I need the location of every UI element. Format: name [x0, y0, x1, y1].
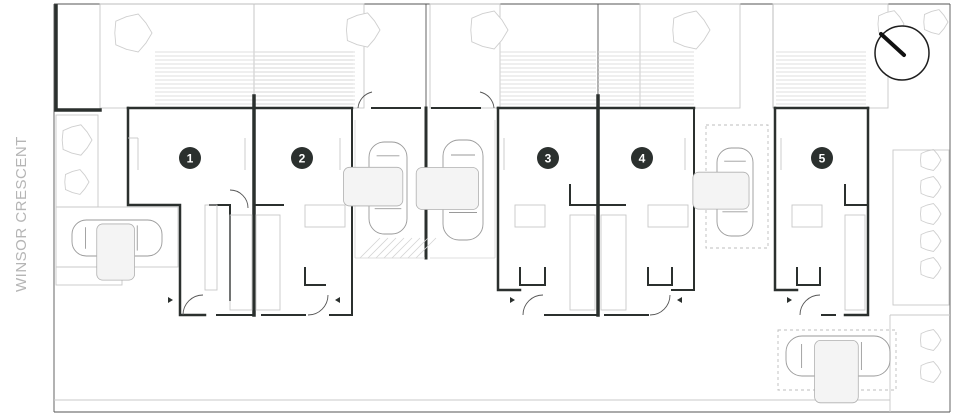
tree-icon — [672, 10, 711, 50]
deck-hatching — [155, 51, 866, 105]
tree-icon — [920, 175, 942, 199]
svg-text:3: 3 — [545, 152, 552, 166]
car-group — [71, 139, 891, 404]
svg-text:5: 5 — [819, 152, 826, 166]
tree-icon — [920, 328, 942, 352]
tree-icon — [64, 169, 90, 195]
unit-badge-3[interactable]: 3 — [537, 147, 559, 169]
car-icon — [415, 139, 484, 241]
unit-badge-4[interactable]: 4 — [631, 147, 653, 169]
tree-icon — [470, 10, 509, 50]
tree-icon — [923, 9, 949, 35]
tree-icon — [920, 360, 942, 384]
unit-badge-5[interactable]: 5 — [811, 147, 833, 169]
svg-text:1: 1 — [187, 152, 194, 166]
tree-icon — [61, 124, 93, 156]
north-arrow-icon — [874, 25, 930, 81]
tree-icon — [920, 202, 942, 226]
tree-icon — [114, 13, 153, 53]
svg-text:4: 4 — [639, 152, 646, 166]
tree-icon — [920, 148, 942, 172]
tree-icon — [346, 12, 381, 48]
interior-details — [128, 120, 866, 311]
street-label: WINSOR CRESCENT — [13, 136, 30, 292]
car-icon — [692, 147, 754, 237]
car-icon — [785, 335, 891, 404]
car-icon — [343, 141, 408, 235]
tree-group — [61, 9, 949, 384]
building-walls — [54, 4, 870, 317]
car-icon — [71, 219, 163, 281]
unit-badges: 1 2 3 4 5 — [179, 147, 833, 169]
unit-badge-2[interactable]: 2 — [291, 147, 313, 169]
svg-text:2: 2 — [299, 152, 306, 166]
tree-icon — [920, 256, 942, 280]
tree-icon — [920, 229, 942, 253]
unit-badge-1[interactable]: 1 — [179, 147, 201, 169]
door-swings — [168, 91, 821, 316]
